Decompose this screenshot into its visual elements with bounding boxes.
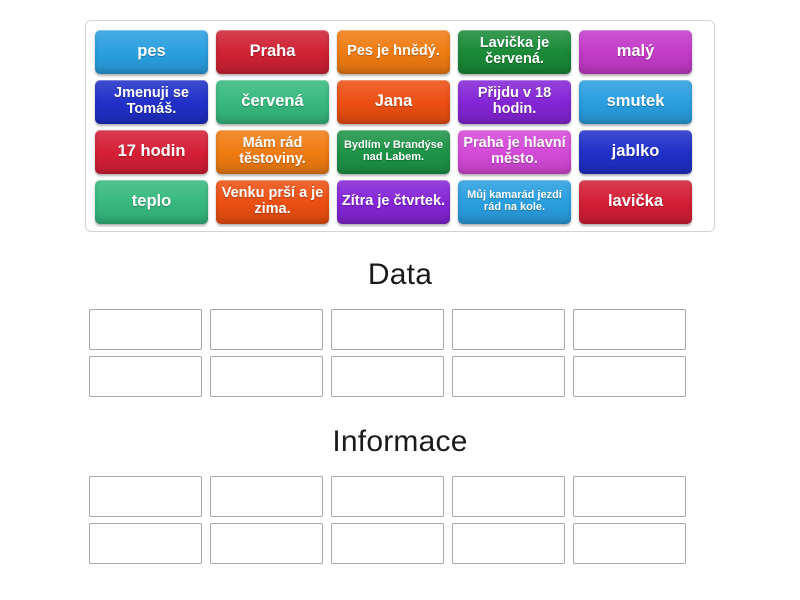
- drop-slot[interactable]: [210, 309, 323, 350]
- word-tile[interactable]: Můj kamarád jezdí rád na kole.: [458, 180, 571, 224]
- word-tile-label: Venku prší a je zima.: [221, 185, 324, 217]
- word-tile[interactable]: Přijdu v 18 hodin.: [458, 80, 571, 124]
- drop-slot[interactable]: [210, 356, 323, 397]
- drop-slot[interactable]: [331, 476, 444, 517]
- drop-slot[interactable]: [331, 309, 444, 350]
- drop-slot-grid: [0, 306, 800, 400]
- word-tile[interactable]: pes: [95, 30, 208, 74]
- drop-slot[interactable]: [210, 523, 323, 564]
- word-tile[interactable]: 17 hodin: [95, 130, 208, 174]
- word-tile[interactable]: lavička: [579, 180, 692, 224]
- category-title: Informace: [332, 425, 468, 458]
- category-title: Data: [367, 258, 433, 291]
- word-tile-label: Jana: [374, 92, 413, 111]
- word-tile[interactable]: Praha: [216, 30, 329, 74]
- word-tile-label: pes: [137, 42, 166, 61]
- word-tile-label: smutek: [606, 92, 665, 111]
- drop-slot[interactable]: [89, 523, 202, 564]
- tile-tray: pes Praha Pes je hnědý. Lavička je červená.…: [85, 20, 715, 232]
- drop-slot[interactable]: [573, 356, 686, 397]
- drop-slot[interactable]: [331, 523, 444, 564]
- word-tile[interactable]: jablko: [579, 130, 692, 174]
- word-tile-label: červená: [241, 92, 304, 111]
- word-tile[interactable]: Pes je hnědý.: [337, 30, 450, 74]
- word-tile[interactable]: malý: [579, 30, 692, 74]
- word-tile-label: Můj kamarád jezdí rád na kole.: [467, 189, 562, 213]
- drop-slot[interactable]: [573, 476, 686, 517]
- word-tile-label: Lavička je červená.: [479, 35, 550, 67]
- word-tile-label: Praha je hlavní město.: [463, 135, 566, 167]
- word-tile[interactable]: Mám rád těstoviny.: [216, 130, 329, 174]
- word-tile-label: Pes je hnědý.: [347, 43, 440, 60]
- word-tile-label: Praha: [249, 42, 296, 61]
- word-tile[interactable]: smutek: [579, 80, 692, 124]
- word-tile-label: Zítra je čtvrtek.: [341, 193, 446, 210]
- word-tile[interactable]: Bydlím v Brandýse nad Labem.: [337, 130, 450, 174]
- category-section: Data: [0, 252, 800, 400]
- word-tile-label: lavička: [607, 192, 664, 211]
- word-tile[interactable]: Lavička je červená.: [458, 30, 571, 74]
- word-tile-label: Bydlím v Brandýse nad Labem.: [343, 139, 444, 163]
- drop-slot[interactable]: [89, 309, 202, 350]
- word-tile[interactable]: teplo: [95, 180, 208, 224]
- drop-slot[interactable]: [89, 476, 202, 517]
- drop-slot[interactable]: [452, 476, 565, 517]
- word-tile-label: malý: [616, 42, 655, 61]
- word-tile[interactable]: Jmenuji se Tomáš.: [95, 80, 208, 124]
- word-tile[interactable]: Jana: [337, 80, 450, 124]
- word-tile-label: Přijdu v 18 hodin.: [477, 85, 552, 117]
- drop-slot[interactable]: [210, 476, 323, 517]
- word-tile-label: Mám rád těstoviny.: [239, 135, 306, 167]
- drop-slot[interactable]: [573, 309, 686, 350]
- word-tile[interactable]: Venku prší a je zima.: [216, 180, 329, 224]
- word-tile-label: jablko: [611, 142, 660, 161]
- drop-slot-grid: [0, 473, 800, 567]
- word-tile[interactable]: Praha je hlavní město.: [458, 130, 571, 174]
- word-tile-label: teplo: [131, 192, 172, 211]
- category-section: Informace: [0, 419, 800, 567]
- drop-slot[interactable]: [452, 309, 565, 350]
- word-tile-label: 17 hodin: [117, 142, 186, 161]
- word-tile[interactable]: červená: [216, 80, 329, 124]
- drop-slot[interactable]: [331, 356, 444, 397]
- drop-slot[interactable]: [89, 356, 202, 397]
- word-tile-label: Jmenuji se Tomáš.: [114, 85, 189, 117]
- drop-slot[interactable]: [452, 523, 565, 564]
- drop-slot[interactable]: [452, 356, 565, 397]
- drop-slot[interactable]: [573, 523, 686, 564]
- word-tile[interactable]: Zítra je čtvrtek.: [337, 180, 450, 224]
